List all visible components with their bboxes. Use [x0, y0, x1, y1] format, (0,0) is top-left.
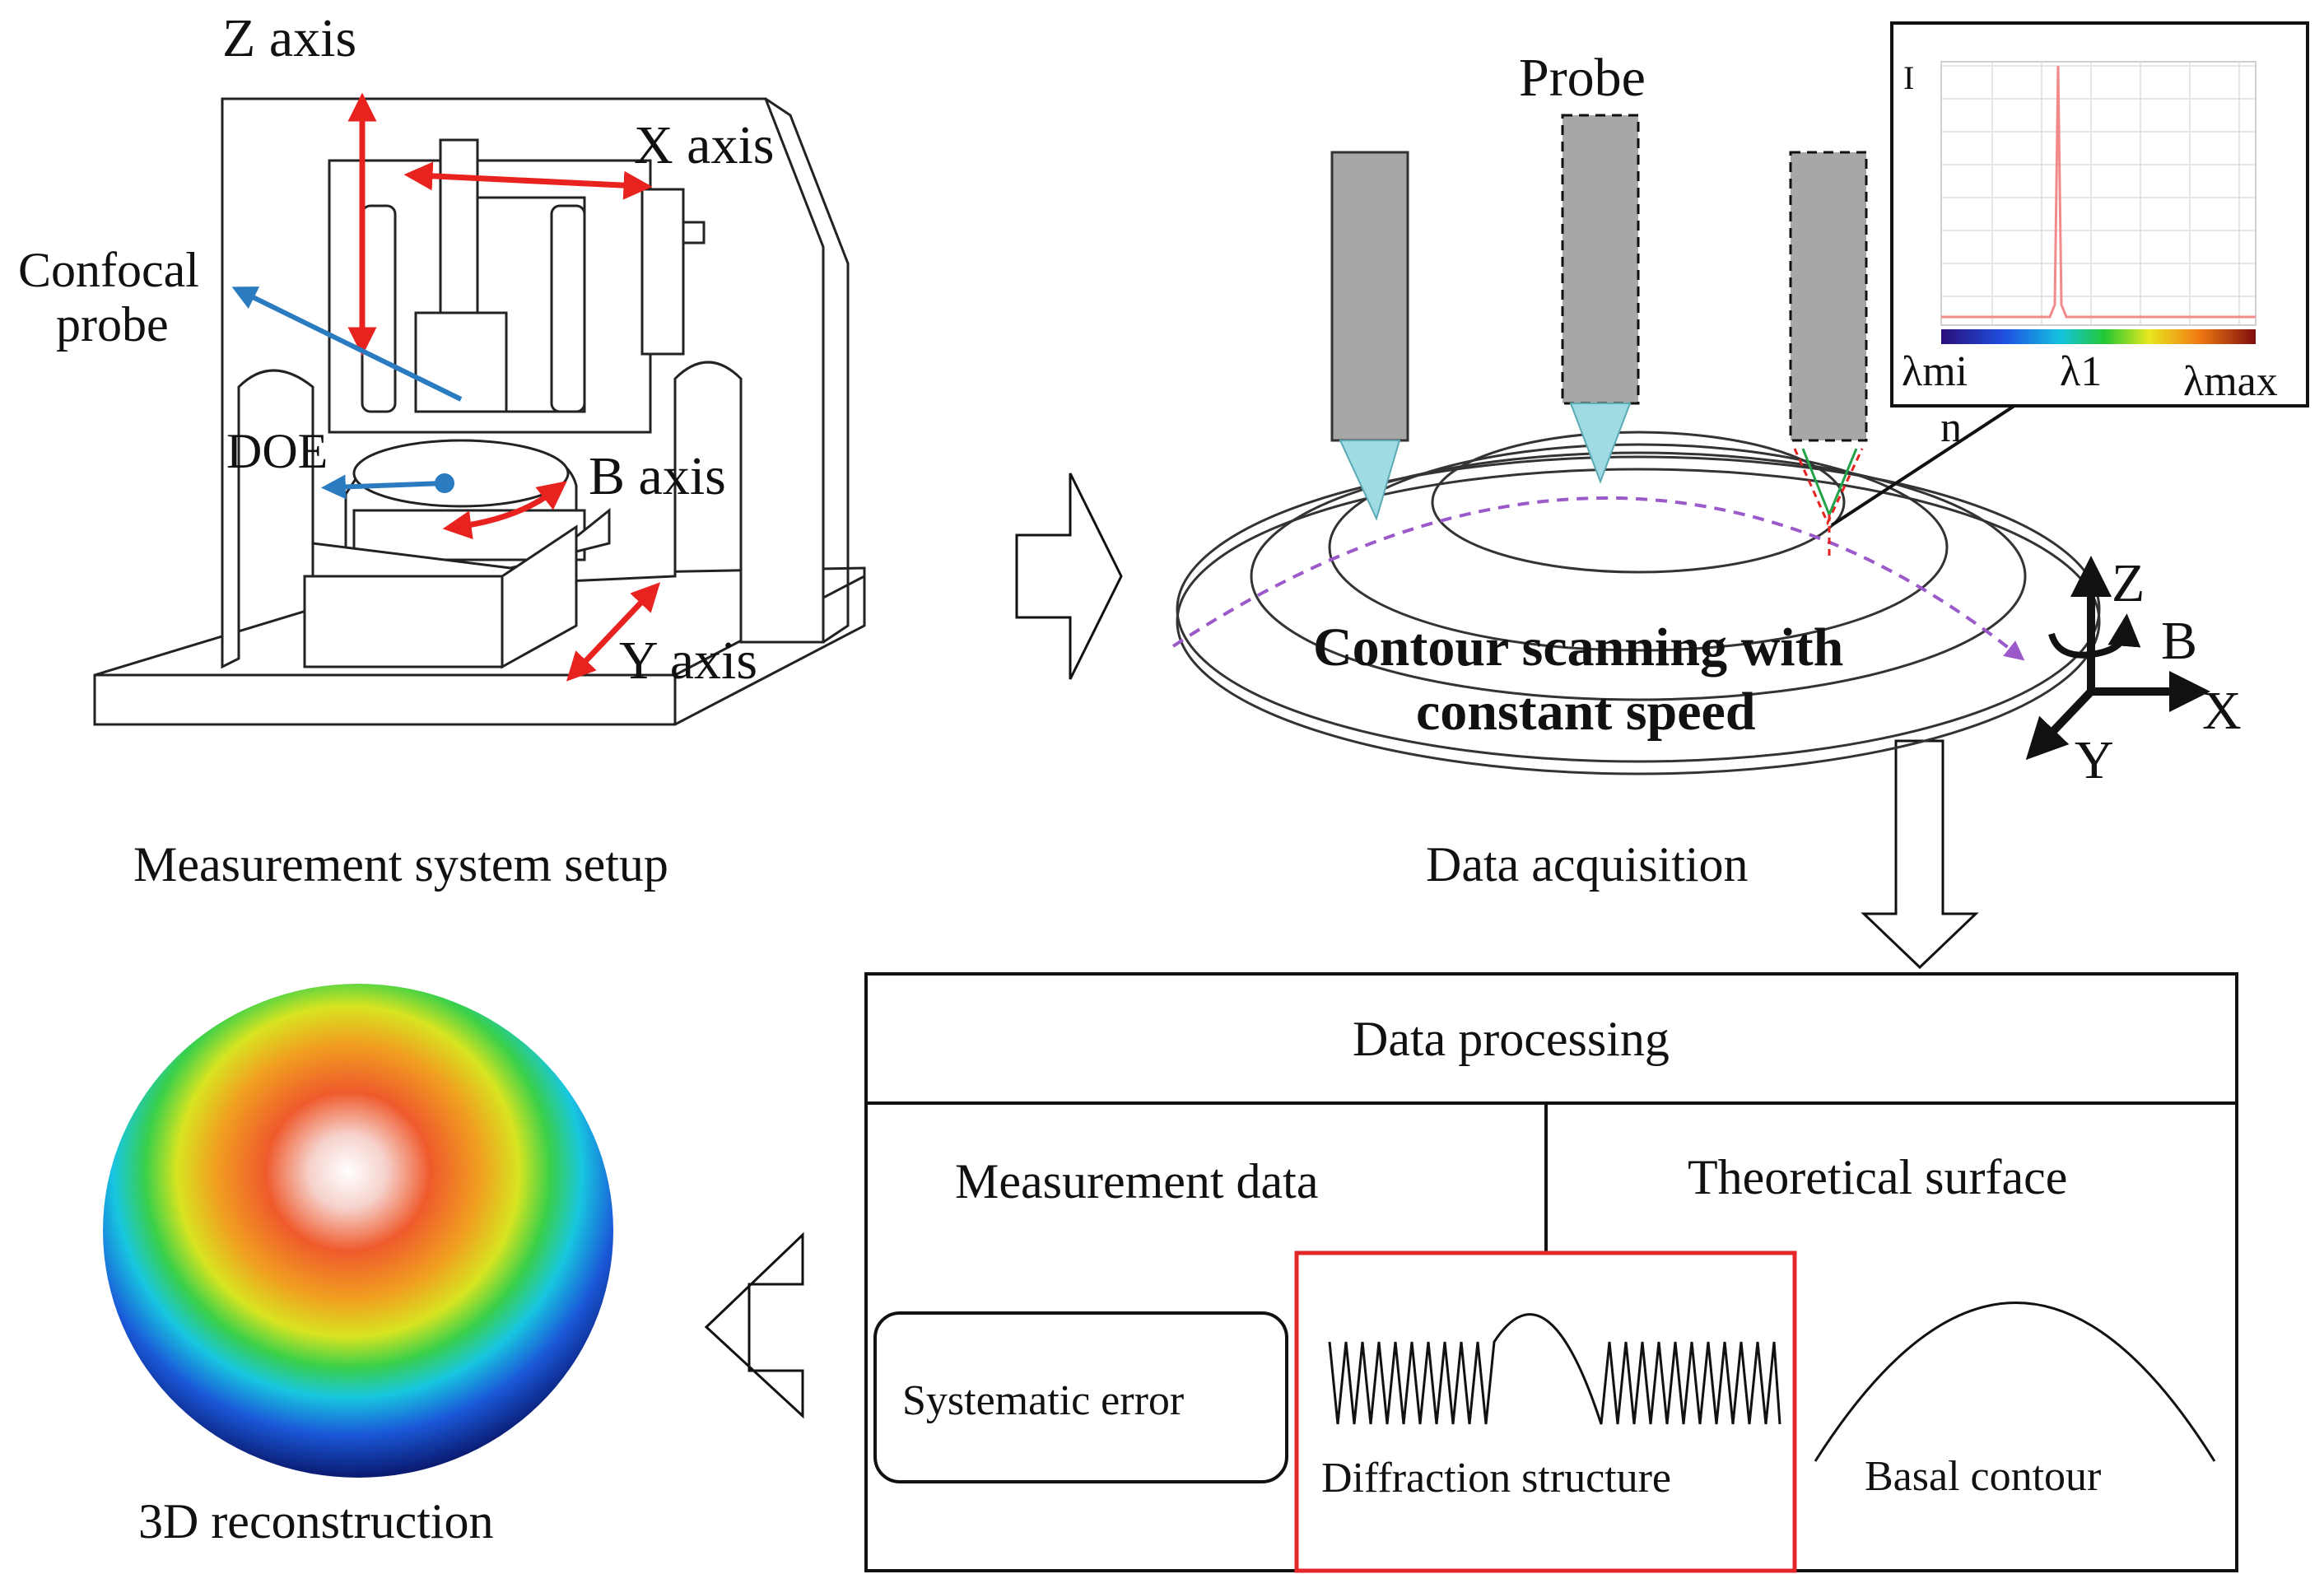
coord-y-label: Y	[2075, 730, 2114, 790]
doe-label: DOE	[226, 424, 328, 478]
doe-point	[435, 473, 454, 493]
inset-lambda-max: λmax	[2183, 358, 2278, 405]
probe-label: Probe	[1519, 48, 1646, 108]
workpiece-surface	[1176, 431, 2101, 775]
arrow-setup-to-acquisition	[1015, 473, 1123, 680]
arrow-acquisition-to-processing	[1861, 739, 1979, 970]
processing-title: Data processing	[1353, 1012, 1670, 1066]
diffraction-highlight-box	[1294, 1250, 1797, 1573]
inset-lambda-min: λmi	[1902, 348, 1968, 395]
probe-center	[1561, 114, 1640, 484]
spectrum-inset: I λmi λ1 λmax	[1890, 21, 2309, 407]
measurement-data-label: Measurement data	[955, 1154, 1318, 1208]
coord-z-label: Z	[2112, 553, 2145, 613]
scan-path	[1171, 496, 2025, 661]
basal-contour-curve	[1814, 1302, 2216, 1462]
reconstruction-dome	[103, 984, 613, 1478]
coordinate-frame	[2025, 556, 2210, 761]
doe-pointer	[321, 474, 445, 500]
setup-caption: Measurement system setup	[133, 837, 668, 892]
probe-right	[1789, 151, 1868, 560]
measurement-system-illustration	[93, 97, 866, 726]
normal-label: n	[1940, 404, 1962, 451]
spectrum-bar	[1941, 329, 2256, 344]
coord-b-label: B	[2161, 611, 2197, 671]
basal-contour-label: Basal contour	[1865, 1453, 2101, 1500]
y-axis-arrow	[566, 582, 661, 682]
systematic-error-label: Systematic error	[902, 1377, 1184, 1424]
b-axis-arrow	[442, 481, 567, 540]
diffraction-structure-label: Diffraction structure	[1321, 1455, 1671, 1502]
axis-arrows	[347, 92, 661, 682]
arrow-processing-to-reconstruction	[704, 1232, 804, 1419]
y-axis-label: Y axis	[619, 631, 757, 691]
scan-label-line2: constant speed	[1416, 682, 1756, 742]
inset-lambda-1: λ1	[2060, 348, 2102, 395]
systematic-error-box	[873, 1311, 1288, 1483]
pointer-lines	[231, 286, 463, 500]
probe-left	[1330, 151, 1409, 521]
confocal-pointer	[231, 286, 463, 402]
z-axis-label: Z axis	[222, 8, 356, 68]
scan-label-line1: Contour scanning with	[1313, 617, 1843, 678]
confocal-label-line2: probe	[56, 297, 169, 352]
confocal-label-line1: Confocal	[18, 243, 199, 297]
x-axis-arrow	[403, 161, 653, 200]
theoretical-surface-label: Theoretical surface	[1688, 1150, 2067, 1204]
x-axis-label: X axis	[634, 115, 774, 175]
b-axis-label: B axis	[589, 446, 726, 506]
coord-x-label: X	[2202, 681, 2242, 741]
inset-intensity-label: I	[1903, 59, 1914, 96]
spectrum-peak	[1941, 65, 2256, 319]
reconstruction-caption: 3D reconstruction	[138, 1494, 494, 1548]
acquisition-caption: Data acquisition	[1426, 837, 1749, 892]
diffraction-waveform	[1328, 1313, 1781, 1425]
